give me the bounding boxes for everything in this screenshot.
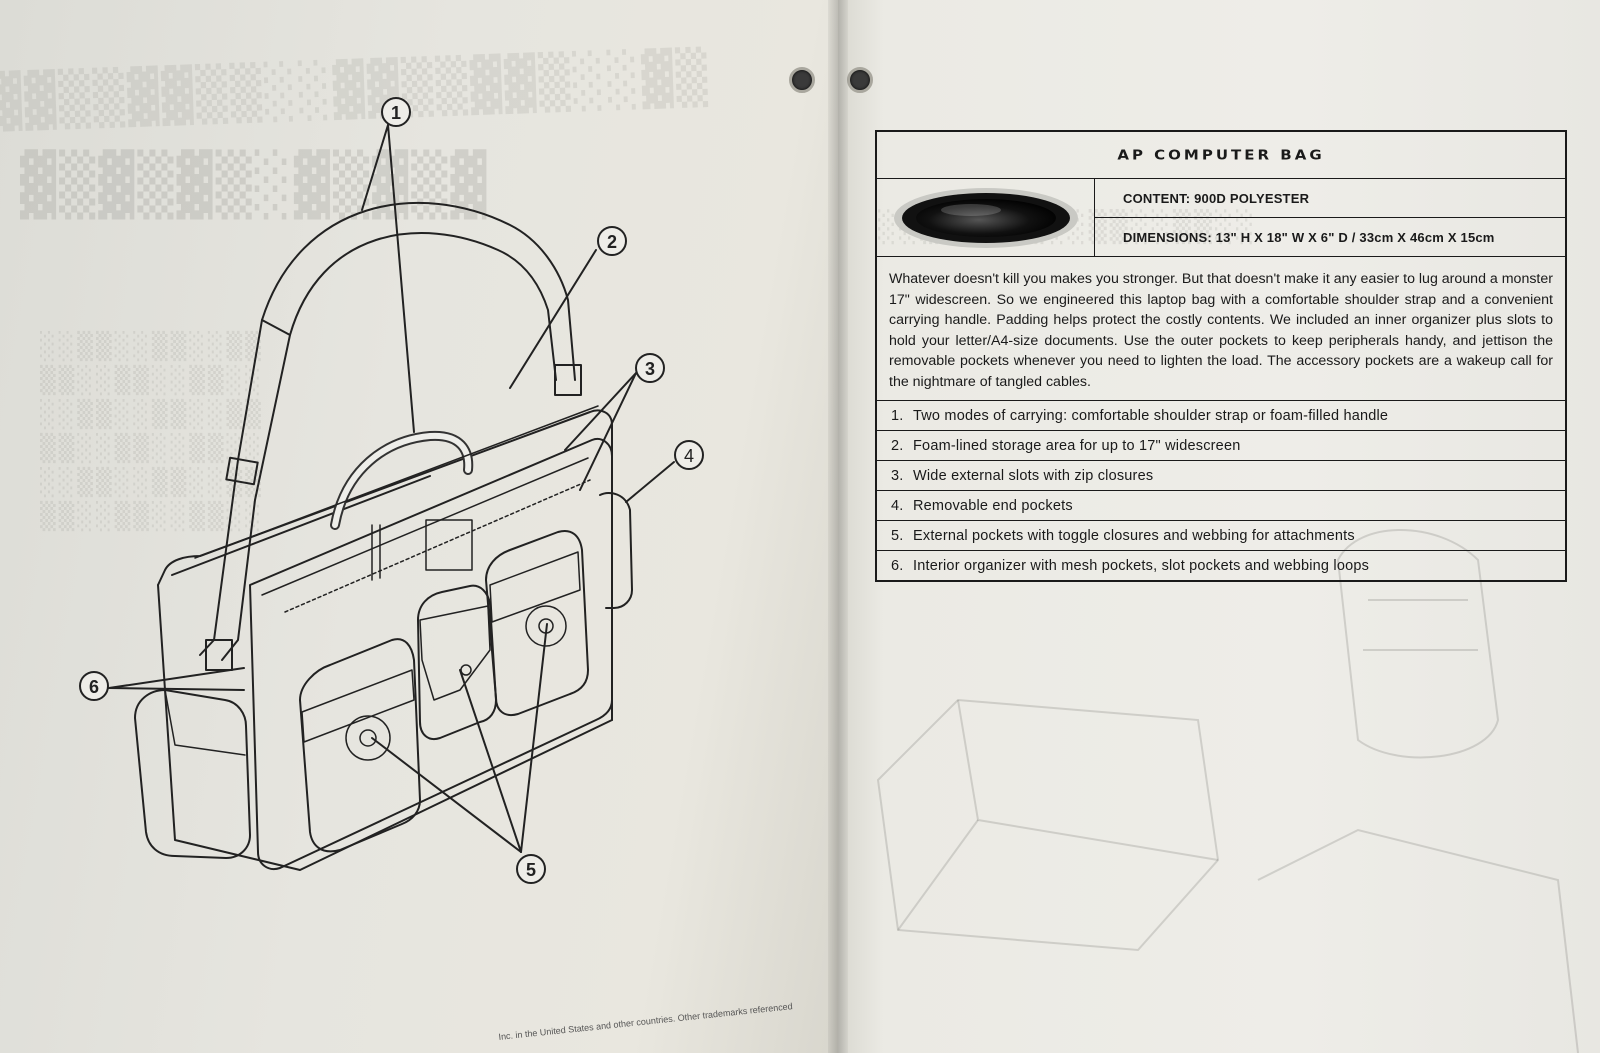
spec-row: CONTENT: 900D POLYESTER DIMENSIONS: 13" … [877, 179, 1565, 257]
feature-number: 3. [891, 467, 904, 484]
feature-text: External pockets with toggle closures an… [913, 527, 1355, 544]
callout-2: 2 [597, 226, 627, 256]
feature-item: 5. External pockets with toggle closures … [877, 521, 1565, 551]
product-description: Whatever doesn't kill you makes you stro… [877, 257, 1565, 401]
feature-number: 1. [891, 407, 904, 424]
svg-text:3: 3 [645, 359, 655, 379]
page-gutter [828, 0, 848, 1053]
feature-list: 1. Two modes of carrying: comfortable sho… [877, 401, 1565, 580]
feature-item: 4. Removable end pockets [877, 491, 1565, 521]
feature-number: 6. [891, 557, 904, 574]
dimensions-spec: DIMENSIONS: 13" H X 18" W X 6" D / 33cm … [1095, 217, 1565, 256]
callout-1: 1 [381, 97, 411, 127]
bag-illustration: 1 2 3 4 5 [79, 97, 704, 884]
svg-text:2: 2 [607, 232, 617, 252]
svg-text:6: 6 [89, 677, 99, 697]
content-spec: CONTENT: 900D POLYESTER [1123, 190, 1310, 206]
product-title: AP COMPUTER BAG [1117, 146, 1325, 164]
title-row: AP COMPUTER BAG [877, 132, 1565, 179]
callout-5: 5 [516, 854, 546, 884]
callout-markers: 1 2 3 4 5 [79, 97, 704, 884]
feature-text: Removable end pockets [913, 497, 1073, 514]
svg-text:4: 4 [684, 446, 694, 466]
callout-4: 4 [674, 440, 704, 470]
binding-hole [847, 67, 873, 93]
feature-text: Interior organizer with mesh pockets, sl… [913, 557, 1370, 574]
feature-item: 3. Wide external slots with zip closures [877, 461, 1565, 491]
background-texture: ░░▒▒░░▒▒░░▒▒▒▒░░▒▒░░▒▒░░░░▒▒░░▒▒░░▒▒▒▒░░… [40, 332, 264, 532]
feature-number: 2. [891, 437, 904, 454]
left-page: ▓▓▒▒▓▓▒▒░░▓▓▒▒▓▓▒░░▓▒ ▓▒▓▒▓▒░▓▒▓▒▓ ░░▒▒░… [0, 0, 838, 1053]
feature-item: 2. Foam-lined storage area for up to 17" … [877, 431, 1565, 461]
background-sketch [876, 529, 1579, 1053]
callout-3: 3 [635, 353, 665, 383]
feature-number: 4. [891, 497, 904, 514]
oakley-ellipse-logo-icon [893, 187, 1078, 248]
svg-text:5: 5 [526, 860, 536, 880]
svg-text:1: 1 [391, 103, 401, 123]
feature-text: Foam-lined storage area for up to 17" wi… [913, 437, 1241, 454]
background-texture: ▓▒▓▒▓▒░▓▒▓▒▓ [20, 150, 490, 220]
binding-hole [789, 67, 815, 93]
feature-number: 5. [891, 527, 904, 544]
feature-item: 1. Two modes of carrying: comfortable sho… [877, 401, 1565, 431]
feature-text: Wide external slots with zip closures [913, 467, 1154, 484]
logo-cell [877, 179, 1095, 256]
callout-6: 6 [79, 671, 109, 701]
feature-text: Two modes of carrying: comfortable shoul… [913, 407, 1389, 424]
feature-item: 6. Interior organizer with mesh pockets, … [877, 551, 1565, 580]
spec-cells: CONTENT: 900D POLYESTER DIMENSIONS: 13" … [1095, 179, 1565, 256]
spec-table: AP COMPUTER BAG [875, 130, 1567, 582]
